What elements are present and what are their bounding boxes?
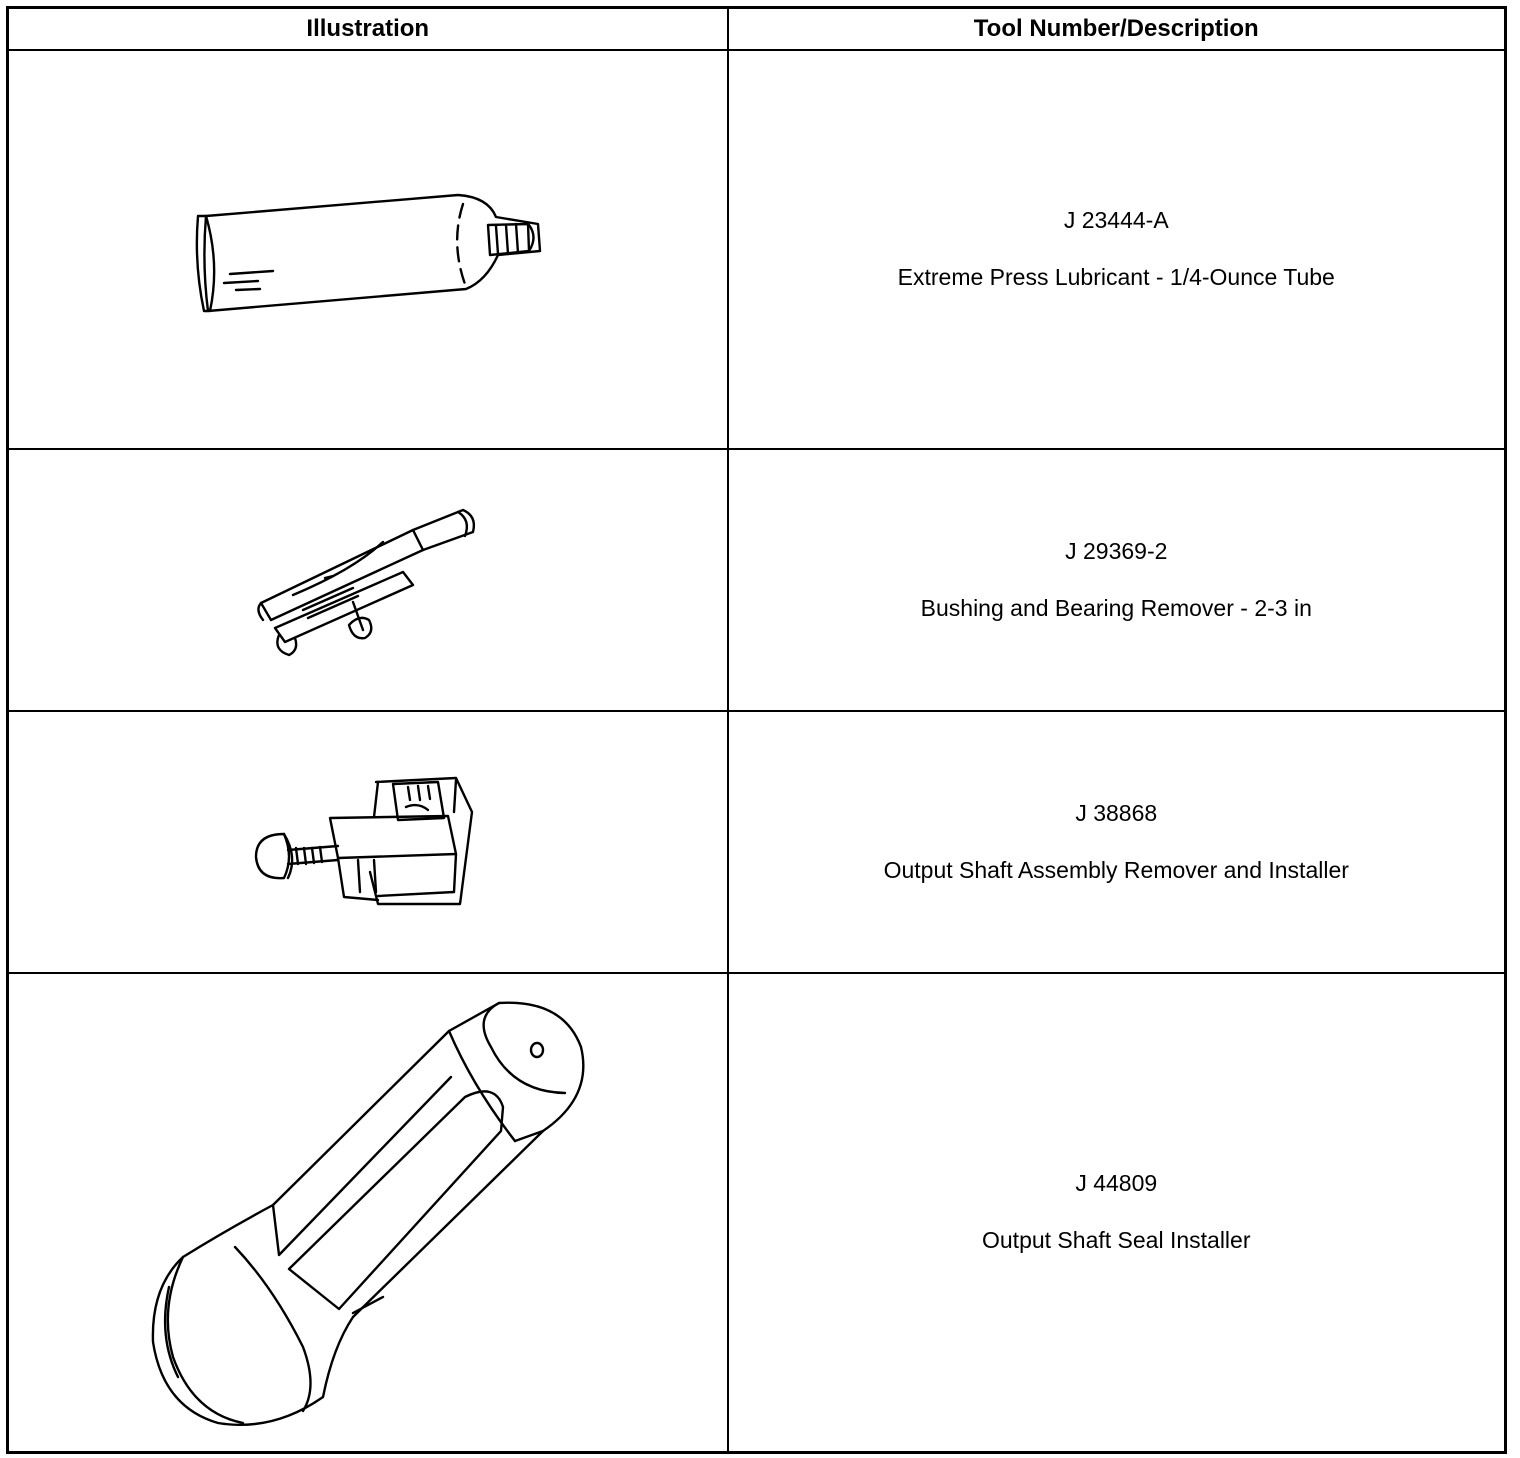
tool-description: Bushing and Bearing Remover - 2-3 in (920, 594, 1312, 621)
lubricant-tube-icon (195, 193, 541, 313)
seal-installer-icon (151, 1001, 585, 1427)
illustration-cell (6, 709, 729, 974)
table-row: J 23444-A Extreme Press Lubricant - 1/4-… (6, 48, 1507, 450)
description-cell: J 44809 Output Shaft Seal Installer (726, 971, 1507, 1454)
tool-description: Output Shaft Assembly Remover and Instal… (883, 856, 1349, 883)
header-illustration: Illustration (6, 6, 729, 51)
shaft-remover-installer-icon (254, 776, 473, 905)
tool-description: Extreme Press Lubricant - 1/4-Ounce Tube (897, 264, 1335, 290)
table-row: J 29369-2 Bushing and Bearing Remover - … (6, 447, 1507, 712)
tool-number: J 38868 (1075, 799, 1158, 826)
tool-description: Output Shaft Seal Installer (982, 1227, 1251, 1254)
table-row: J 44809 Output Shaft Seal Installer (6, 971, 1507, 1454)
illustration-cell (6, 48, 729, 450)
table-row: J 38868 Output Shaft Assembly Remover an… (6, 709, 1507, 974)
illustration-cell (6, 447, 729, 712)
description-cell: J 38868 Output Shaft Assembly Remover an… (726, 709, 1507, 974)
illustration-cell (6, 971, 729, 1454)
description-cell: J 29369-2 Bushing and Bearing Remover - … (726, 447, 1507, 712)
header-tool-number-description: Tool Number/Description (726, 6, 1507, 51)
description-cell: J 23444-A Extreme Press Lubricant - 1/4-… (726, 48, 1507, 450)
special-tools-table: Illustration Tool Number/Description J (6, 6, 1507, 1454)
tool-number: J 44809 (1075, 1170, 1158, 1197)
tool-number: J 29369-2 (1065, 537, 1168, 564)
tool-number: J 23444-A (1063, 207, 1169, 233)
header-row: Illustration Tool Number/Description (6, 6, 1507, 51)
bushing-remover-icon (257, 508, 475, 656)
